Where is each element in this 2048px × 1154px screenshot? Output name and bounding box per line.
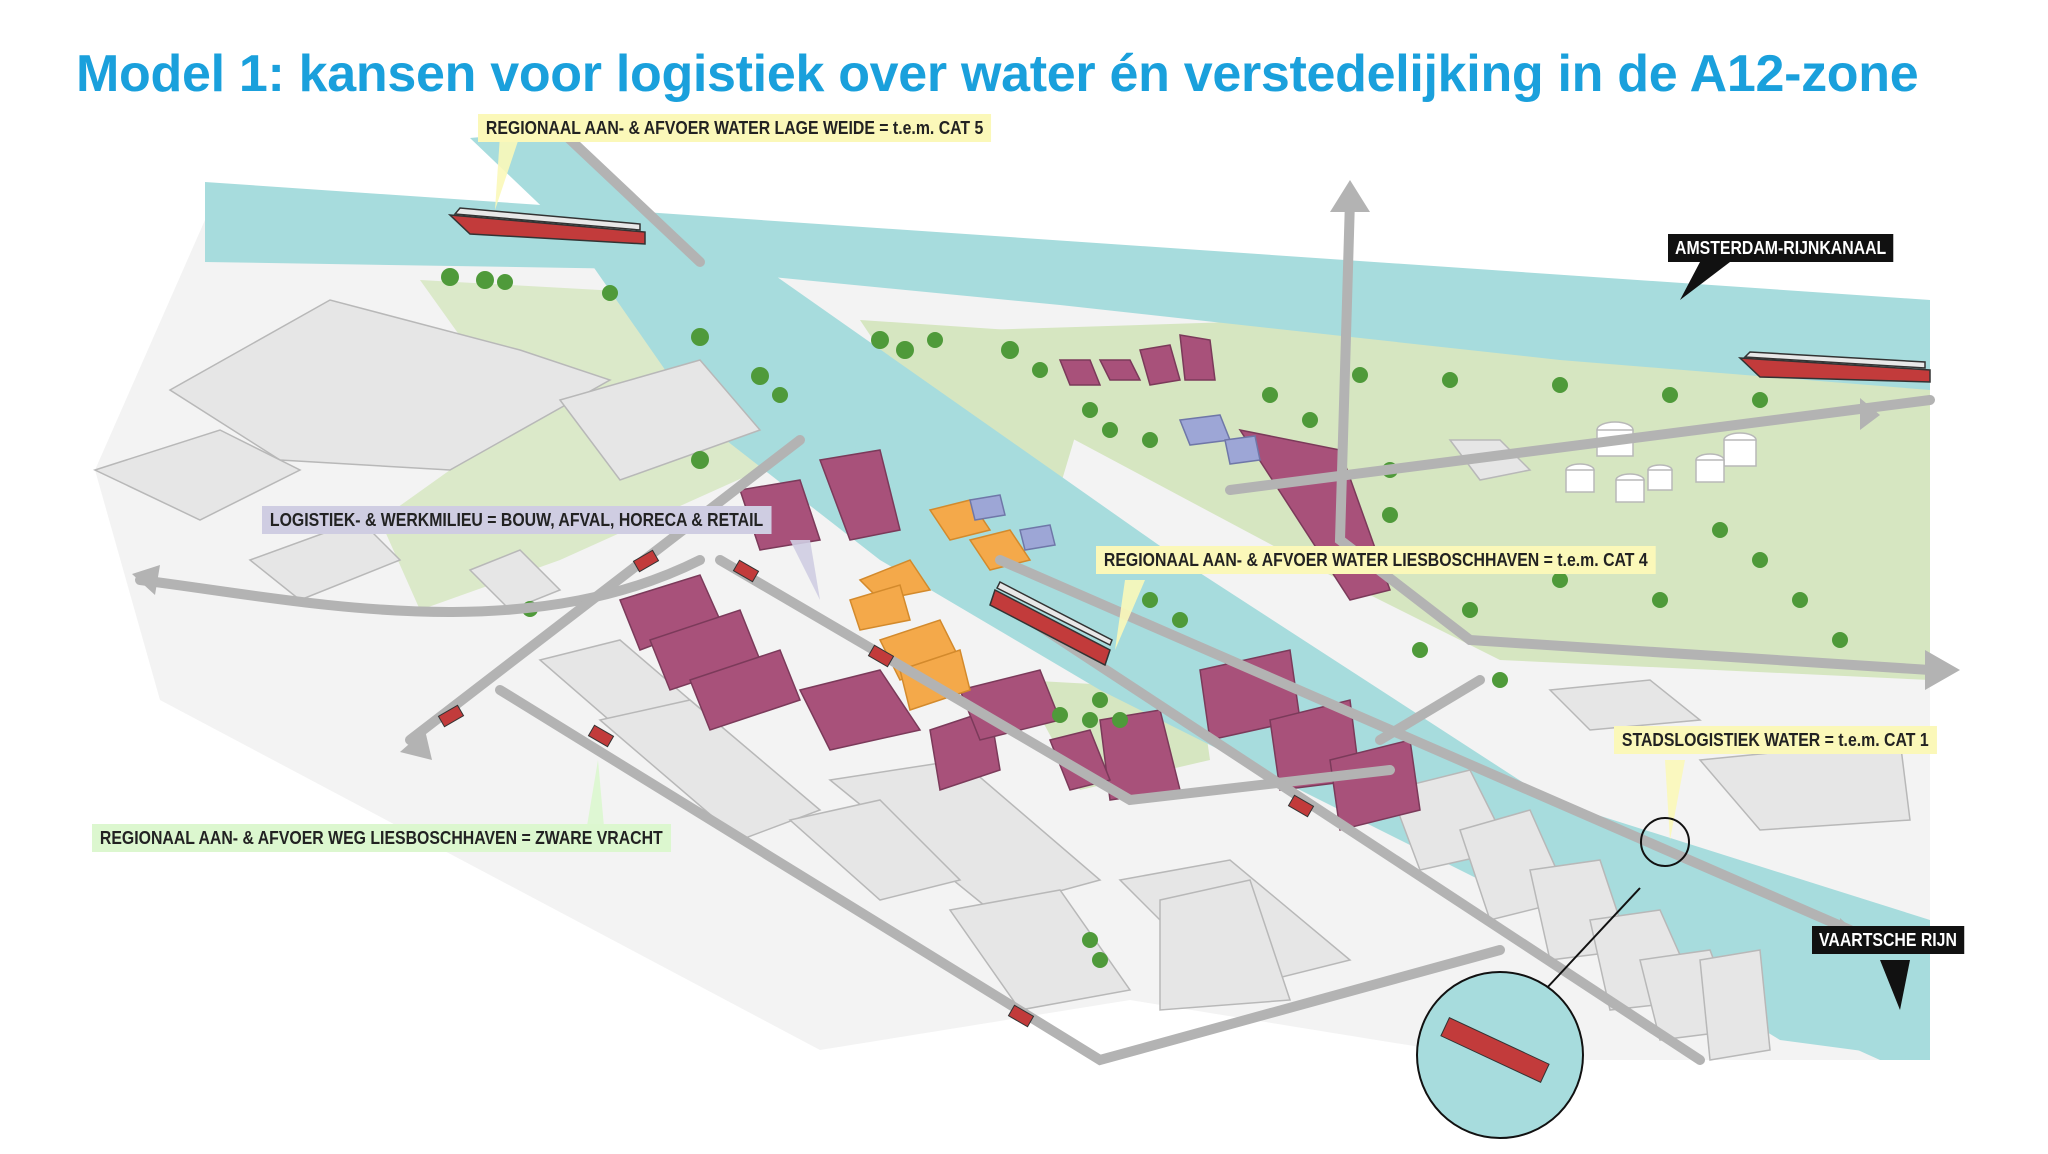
page-title: Model 1: kansen voor logistiek over wate…	[76, 45, 1919, 103]
trucks	[437, 549, 1315, 1028]
canal-vaartsche-rijn	[1550, 800, 1930, 1060]
storage-tanks	[1565, 421, 1757, 503]
road-arrowheads	[132, 180, 1960, 948]
urban-blocks-south	[538, 439, 1911, 1061]
detail-magnifier	[1416, 817, 1690, 1139]
label-werkmilieu: LOGISTIEK- & WERKMILIEU = BOUW, AFVAL, H…	[262, 506, 772, 534]
buildings-orange	[849, 499, 1032, 711]
green-zone-north	[980, 300, 1930, 680]
label-weg-liesboschhaven: REGIONAAL AAN- & AFVOER WEG LIESBOSCHHAV…	[92, 824, 671, 852]
ships	[447, 207, 1931, 667]
canal-lage-weide	[470, 130, 700, 262]
buildings-lilac	[969, 414, 1261, 551]
roads	[135, 125, 1935, 1066]
label-liesboschhaven-water: REGIONAAL AAN- & AFVOER WATER LIESBOSCHH…	[1096, 546, 1656, 574]
label-stadslogistiek: STADSLOGISTIEK WATER = t.e.m. CAT 1	[1614, 726, 1937, 754]
label-vaartsche-rijn: VAARTSCHE RIJN	[1812, 926, 1964, 954]
label-pointers	[495, 135, 1910, 1010]
harbour-basin	[850, 420, 1130, 620]
label-lage-weide: REGIONAAL AAN- & AFVOER WATER LAGE WEIDE…	[478, 114, 992, 142]
buildings-purple	[619, 334, 1421, 831]
label-amsterdam-rijnkanaal: AMSTERDAM-RIJNKANAAL	[1668, 234, 1894, 262]
